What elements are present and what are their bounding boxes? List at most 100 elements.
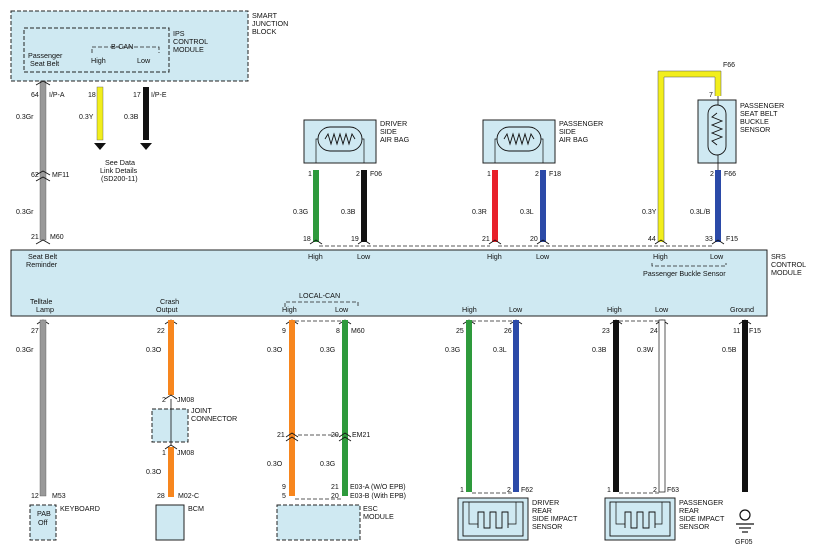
low-label: Low bbox=[335, 305, 349, 314]
buckle-sensor-title: PASSENGER SEAT BELT BUCKLE SENSOR bbox=[740, 101, 784, 134]
pin-44: 44 bbox=[648, 236, 656, 243]
svg-text:DRIVER: DRIVER bbox=[532, 498, 559, 507]
svg-text:SMART: SMART bbox=[252, 11, 278, 20]
wire-label-03r: 0.3R bbox=[472, 209, 487, 216]
driver-rear-sensor-box bbox=[457, 497, 529, 541]
ground-label: Ground bbox=[730, 305, 754, 314]
bcm-label: BCM bbox=[188, 504, 204, 513]
wire-blue-driver-rear-low bbox=[513, 320, 519, 492]
pin-21: 21 bbox=[31, 234, 39, 241]
bcm-box bbox=[155, 504, 185, 541]
pin-1: 1 bbox=[308, 171, 312, 178]
conn-f15: F15 bbox=[726, 236, 738, 243]
wire-white-pass-rear-low bbox=[658, 319, 666, 493]
svg-text:REAR: REAR bbox=[532, 506, 552, 515]
svg-text:MODULE: MODULE bbox=[771, 268, 802, 277]
resistor-icon bbox=[503, 132, 535, 146]
conn-f06: F06 bbox=[370, 171, 382, 178]
connector-chevron-icon bbox=[536, 239, 550, 245]
passenger-rear-sensor-box bbox=[604, 497, 676, 541]
pin-21: 21 bbox=[482, 236, 490, 243]
pin-1: 1 bbox=[607, 487, 611, 494]
pin-24: 24 bbox=[650, 328, 658, 335]
wire-orange-crash bbox=[168, 320, 174, 395]
svg-text:AIR BAG: AIR BAG bbox=[559, 135, 589, 144]
sensor-lead bbox=[468, 502, 478, 525]
high-label: High bbox=[462, 305, 477, 314]
pin-25: 25 bbox=[456, 328, 464, 335]
svg-text:SIDE IMPACT: SIDE IMPACT bbox=[679, 514, 725, 523]
sensor-lead bbox=[615, 502, 625, 525]
low-label: Low bbox=[536, 252, 550, 261]
wire-green-driver-rear-high bbox=[466, 320, 472, 492]
wire-label-03g-3: 0.3G bbox=[320, 461, 335, 468]
wire-label-03o-3: 0.3O bbox=[146, 469, 162, 476]
pin-18: 18 bbox=[303, 236, 311, 243]
conn-em21: EM21 bbox=[352, 432, 370, 439]
pin-33: 33 bbox=[705, 236, 713, 243]
see-data-link: See Data bbox=[105, 158, 135, 167]
connector-chevron-icon bbox=[164, 444, 178, 450]
connector-chevron-icon bbox=[488, 239, 502, 245]
svg-text:SEAT BELT: SEAT BELT bbox=[740, 109, 778, 118]
wire-blue-passenger-low bbox=[540, 170, 546, 242]
sensor-element-icon bbox=[624, 511, 656, 529]
svg-text:IPS: IPS bbox=[173, 29, 185, 38]
see-data-link-3: (SD200-11) bbox=[101, 174, 138, 183]
wire-red-passenger-high bbox=[492, 170, 498, 242]
svg-text:SIDE: SIDE bbox=[380, 127, 397, 136]
pin-2: 2 bbox=[710, 171, 714, 178]
bcan-high-label: High bbox=[91, 56, 106, 65]
seat-belt-reminder-label-2: Reminder bbox=[26, 260, 58, 269]
svg-text:BUCKLE: BUCKLE bbox=[740, 117, 769, 126]
wire-black-pass-rear-high bbox=[613, 320, 619, 492]
pab-label: PAB bbox=[37, 509, 51, 518]
connector-chevron-icon bbox=[711, 239, 725, 245]
wire-black-ground bbox=[742, 320, 748, 492]
conn-m02c: M02-C bbox=[178, 493, 199, 500]
conn-jm08: JM08 bbox=[177, 397, 194, 404]
wire-blue-buckle-low bbox=[715, 170, 721, 242]
low-label: Low bbox=[357, 252, 371, 261]
passenger-buckle-sensor-label: Passenger Buckle Sensor bbox=[643, 269, 726, 278]
wire-label-03b: 0.3B bbox=[124, 114, 139, 121]
resistor-icon bbox=[710, 112, 724, 146]
pin-9: 9 bbox=[282, 484, 286, 491]
wire-label-03g-2: 0.3G bbox=[445, 347, 460, 354]
connector-chevron-icon bbox=[35, 80, 51, 86]
pin-2: 2 bbox=[162, 397, 166, 404]
sensor-lead bbox=[655, 502, 663, 525]
pin-12: 12 bbox=[31, 493, 39, 500]
wire-label-03o-4: 0.3O bbox=[267, 461, 283, 468]
wire-green-driver-high bbox=[313, 170, 319, 242]
svg-text:SENSOR: SENSOR bbox=[532, 522, 562, 531]
wire-label-03lb: 0.3L/B bbox=[690, 209, 711, 216]
svg-text:JOINT: JOINT bbox=[191, 406, 212, 415]
sensor-element-icon bbox=[477, 511, 509, 529]
svg-text:CONTROL: CONTROL bbox=[173, 37, 208, 46]
connector-chevron-icon bbox=[338, 436, 352, 442]
conn-f66-b: F66 bbox=[724, 171, 736, 178]
conn-f63: F63 bbox=[667, 487, 679, 494]
conn-e03a: E03-A (W/O EPB) bbox=[350, 484, 406, 491]
sensor-lead bbox=[508, 502, 517, 525]
buckle-sensor-box bbox=[697, 99, 737, 164]
svg-text:CONNECTOR: CONNECTOR bbox=[191, 414, 237, 423]
ips-control-module bbox=[23, 27, 170, 73]
wire-yellow-outline bbox=[657, 70, 722, 242]
high-label: High bbox=[607, 305, 622, 314]
ips-seatbelt-label: Seat Belt bbox=[30, 59, 59, 68]
conn-ipa: I/P-A bbox=[49, 92, 65, 99]
pin-21: 21 bbox=[277, 432, 285, 439]
pin-23: 23 bbox=[602, 328, 610, 335]
svg-text:SRS: SRS bbox=[771, 252, 786, 261]
pin-20: 20 bbox=[331, 432, 339, 439]
buckle-bracket bbox=[651, 263, 727, 267]
pin-19: 19 bbox=[351, 236, 359, 243]
wire-label-03gr: 0.3Gr bbox=[16, 114, 34, 121]
wire-label-03y: 0.3Y bbox=[79, 114, 94, 121]
wire-gray-ipa-m60 bbox=[39, 80, 47, 241]
wire-yellow-buckle bbox=[658, 71, 721, 242]
svg-text:JUNCTION: JUNCTION bbox=[252, 19, 288, 28]
airbag-lead bbox=[494, 138, 497, 163]
